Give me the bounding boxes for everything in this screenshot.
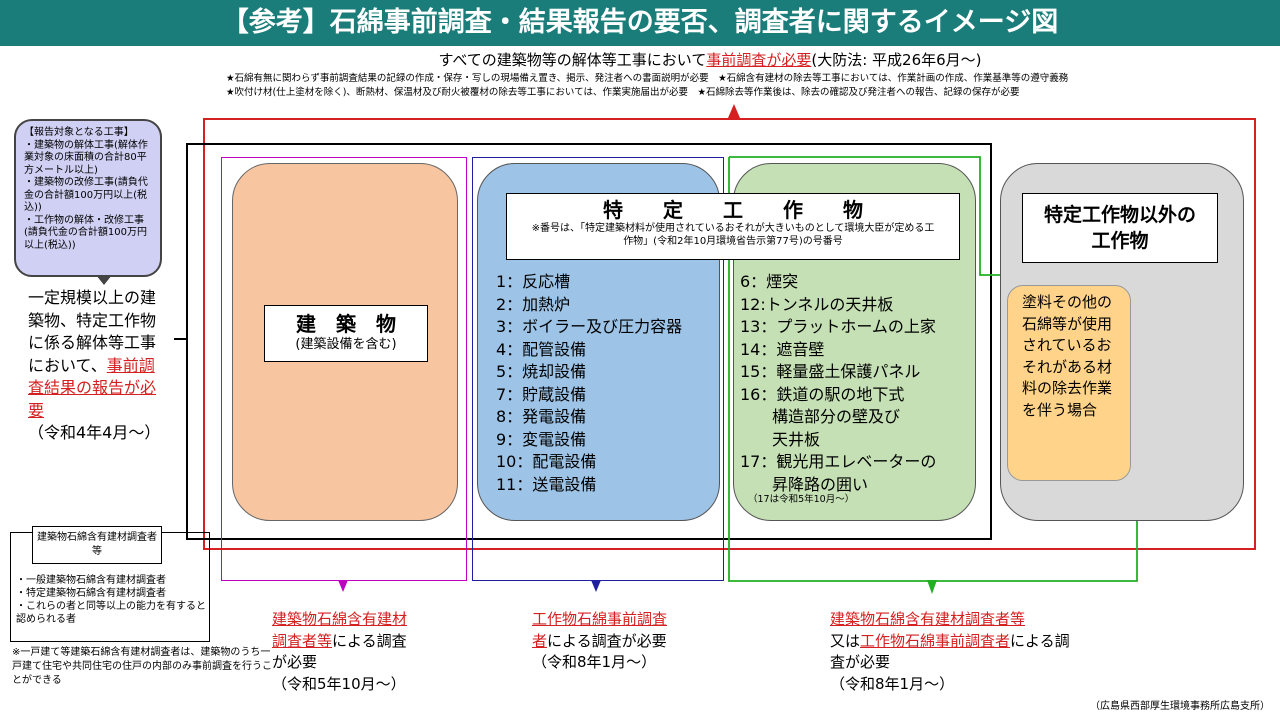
green-item-note: （17は令和5年10月～） [748,494,855,505]
dual-assessor-rest: による調査が必要 [830,631,1070,672]
bubble-item: ・工作物の解体・改修工事(請負代金の合計額100万円以上(税込)) [24,214,147,251]
structure-assessor-text: 工作物石綿事前調査者による調査が必要 （令和8年1月～） [532,609,672,674]
list-item: ・これらの者と同等以上の能力を有すると認められる者 [16,601,206,625]
list-item: ・特定建築物石綿含有建材調査者 [16,588,166,599]
building-assessor-text: 建築物石綿含有建材調査者等による調査が必要 （令和5年10月～） [272,609,412,695]
building-assessor-date: （令和5年10月～） [272,674,406,693]
intro-suffix: (大防法: 平成26年6月～) [811,51,982,69]
list-item: 10：配電設備 [496,452,597,471]
list-item: 16：鉄道の駅の地下式 [740,384,905,404]
dual-assessor-text: 建築物石綿含有建材調査者等 又は工作物石綿事前調査者による調査が必要 （令和8年… [830,609,1080,695]
structure-assessor-rest: による調査が必要 [547,631,667,650]
bubble-item: ・建築物の改修工事(請負代金の合計額100万円以上(税込)) [24,177,148,213]
other-structure-label: 特定工作物以外の工作物 [1022,193,1218,263]
list-item: ・一般建築物石綿含有建材調査者 [16,575,166,586]
left-text-body: 一定規模以上の建築物、特定工作物に係る解体等工事において、 [28,288,157,375]
assessor-list: ・一般建築物石綿含有建材調査者 ・特定建築物石綿含有建材調査者 ・これらの者と同… [16,574,206,626]
list-item: 9：変電設備 [496,429,587,449]
building-label: 建 築 物 (建築設備を含む) [264,305,428,362]
assessor-footnote: ※一戸建て等建築石綿含有建材調査者は、建築物のうち一戸建て住宅や共同住宅の住戸の… [12,647,272,686]
list-item: 7：貯蔵設備 [496,384,587,404]
report-scope-pointer [174,338,188,340]
list-item: 15：軽量盛土保護パネル [740,362,921,381]
list-item: 3：ボイラー及び圧力容器 [496,317,683,336]
intro-line: すべての建築物等の解体等工事において事前調査が必要(大防法: 平成26年6月～) [330,50,1090,70]
bubble-item: ・建築物の解体工事(解体作業対象の床面積の合計80平方メートル以上) [24,139,148,176]
list-item: 2：加熱炉 [496,294,571,314]
building-title: 建 築 物 [296,312,396,336]
blue-item-list: 1：反応槽 2：加熱炉 3：ボイラー及び圧力容器 4：配管設備 5：焼却設備 7… [496,271,716,496]
specific-structure-title: 特 定 工 作 物 [603,198,863,222]
bubble-tail [96,275,112,285]
dual-assessor-date: （令和8年1月～） [830,674,955,693]
specific-structure-note: ※番号は、「特定建築材料が使用されているおそれが大きいものとして環境大臣が定める… [531,223,935,247]
structure-assessor-highlight: 工作物石綿事前調査者 [532,610,668,650]
intro-prefix: すべての建築物等の解体等工事において [438,51,707,69]
dual-assessor-highlight-1: 建築物石綿含有建材調査者等 [830,610,1026,628]
list-item: 5：焼却設備 [496,362,587,381]
list-item: 12:トンネルの天井板 [740,294,894,314]
green-item-list: 6：煙突 12:トンネルの天井板 13：プラットホームの上家 14：遮音壁 15… [740,271,972,496]
list-item: 8：発電設備 [496,407,587,426]
other-structure-title: 特定工作物以外の工作物 [1043,204,1196,252]
left-text-date: （令和4年4月～） [28,423,161,442]
note-line-2: ★吹付け材(仕上塗材を除く)、断熱材、保温材及び耐火被覆材の除去等工事においては… [226,87,1020,98]
list-item: 4：配管設備 [496,339,587,359]
list-item: 17：観光用エレベーターの [740,452,937,471]
other-structure-note: 塗料その他の石綿等が使用されているおそれがある材料の除去作業を伴う場合 [1022,293,1113,419]
page-title: 【参考】石綿事前調査・結果報告の要否、調査者に関するイメージ図 [0,0,1280,46]
dual-assessor-mid: 又は [830,631,861,650]
report-requirement-text: 一定規模以上の建築物、特定工作物に係る解体等工事において、事前調査結果の報告が必… [28,287,168,445]
list-item: 6：煙突 [740,272,799,291]
red-pointer [728,104,740,118]
list-item: 天井板 [740,429,821,449]
note-line-1: ★石綿有無に関わらず事前調査結果の記録の作成・保存・写しの現場備え置き、掲示、発… [226,73,1069,84]
building-assessor-rest: による調査が必要 [272,631,407,672]
building-assessor-pointer [338,580,348,592]
intro-highlight: 事前調査が必要 [706,51,812,69]
structure-assessor-pointer [591,580,601,592]
report-target-bubble: 【報告対象となる工事】 ・建築物の解体工事(解体作業対象の床面積の合計80平方メ… [14,119,162,277]
building-assessor-highlight: 建築物石綿含有建材調査者等 [272,610,408,650]
other-structure-note-box: 塗料その他の石綿等が使用されているおそれがある材料の除去作業を伴う場合 [1007,285,1131,481]
credit-line: （広島県西部厚生環境事務所広島支所） [1090,701,1270,712]
building-subtitle: (建築設備を含む) [295,337,397,352]
specific-structure-label: 特 定 工 作 物 ※番号は、「特定建築材料が使用されているおそれが大きいものと… [506,193,960,260]
left-text-highlight: 事前調査結果の報告が必要 [28,355,157,420]
assessor-title: 建築物石綿含有建材調査者等 [32,526,162,564]
list-item: 昇降路の囲い [740,474,869,494]
list-item: 1：反応槽 [496,272,571,291]
list-item: 13：プラットホームの上家 [740,317,936,336]
list-item: 14：遮音壁 [740,339,825,359]
list-item: 構造部分の壁及び [740,407,901,426]
structure-assessor-date: （令和8年1月～） [532,653,657,671]
bubble-heading: 【報告対象となる工事】 [24,127,134,138]
requirement-notes: ★石綿有無に関わらず事前調査結果の記録の作成・保存・写しの現場備え置き、掲示、発… [226,72,1276,100]
dual-assessor-highlight-2: 工作物石綿事前調査者 [860,631,1011,650]
list-item: 11：送電設備 [496,474,597,494]
